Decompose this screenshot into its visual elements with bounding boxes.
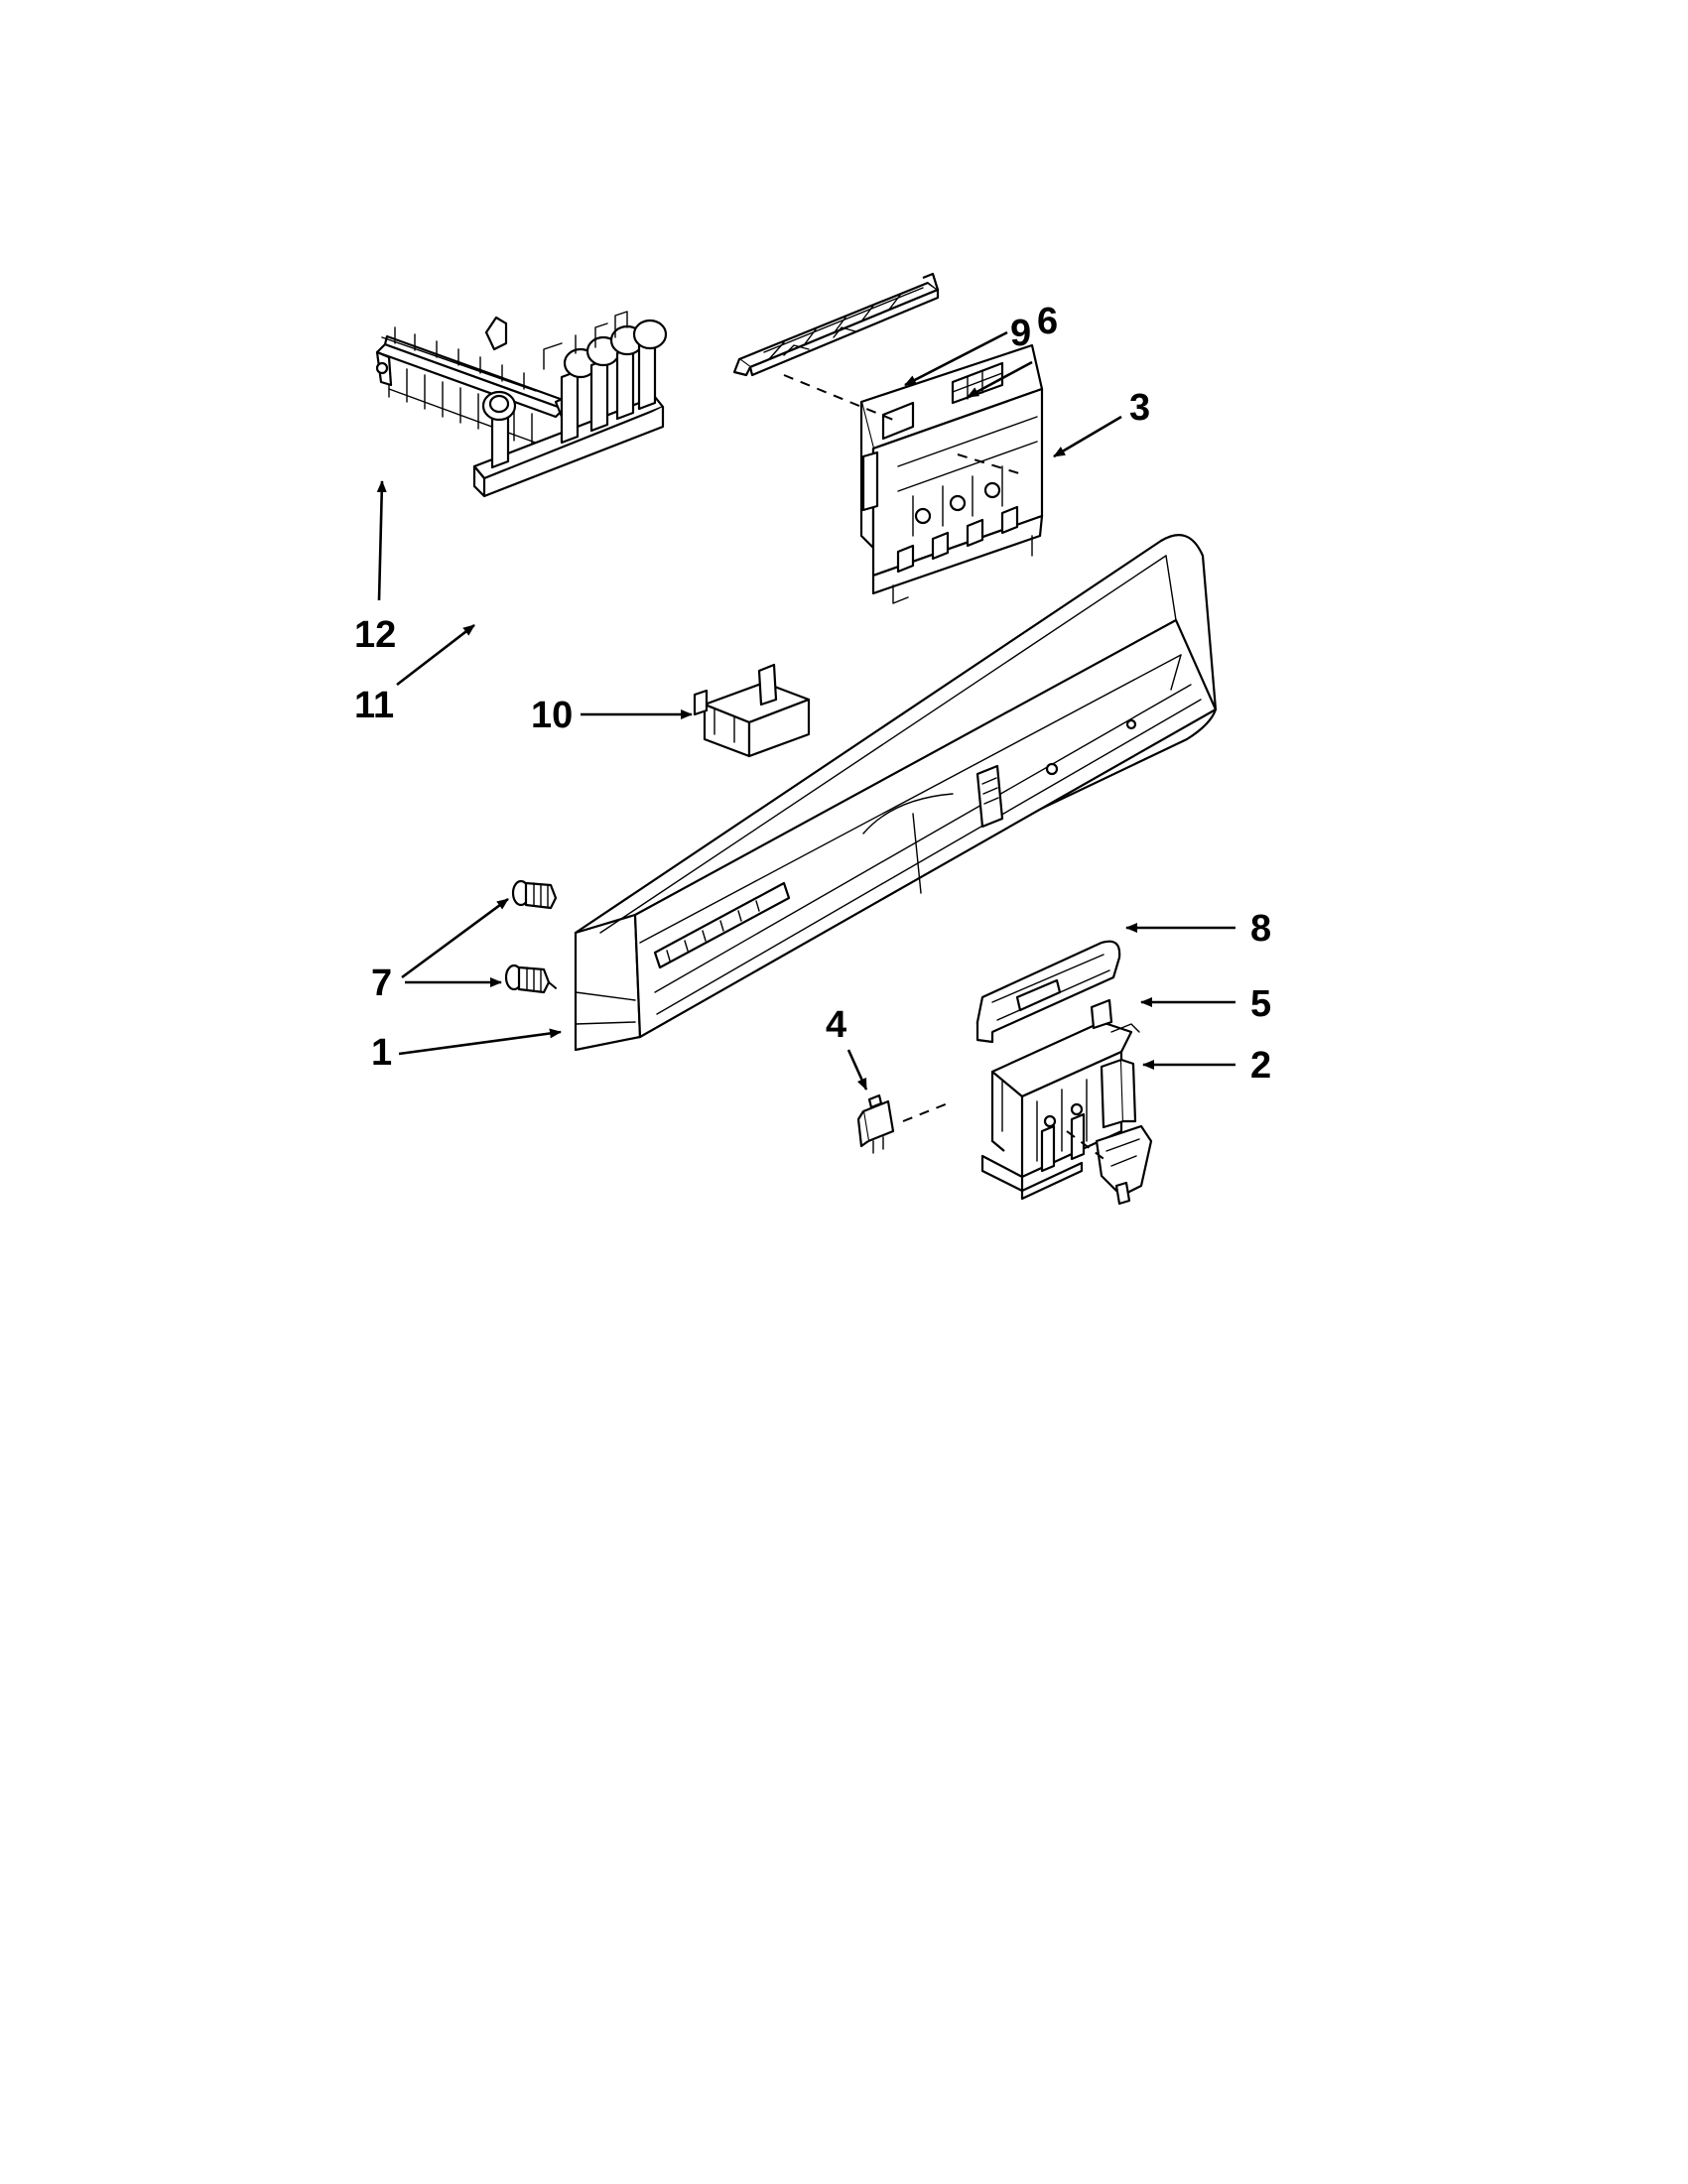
part-12-key-carrier[interactable] <box>375 316 578 448</box>
callout-9: 9 <box>1010 313 1031 354</box>
part-2-latch-switch[interactable] <box>1095 1058 1153 1206</box>
part-5-latch-housing[interactable] <box>980 998 1140 1201</box>
callout-5: 5 <box>1250 983 1271 1025</box>
arrow-7-upper <box>401 897 509 979</box>
part-10-bracket[interactable] <box>693 663 811 758</box>
callout-11: 11 <box>354 685 394 726</box>
callout-12: 12 <box>354 614 396 656</box>
arrow-11 <box>396 623 475 687</box>
callout-labels: 9 6 3 12 11 10 7 1 8 5 4 2 <box>354 301 1271 1087</box>
part-3-control-board[interactable] <box>859 343 1044 604</box>
part-7-screw-lower[interactable] <box>504 964 551 994</box>
callout-8: 8 <box>1250 908 1271 950</box>
part-7-screw-upper[interactable] <box>511 879 558 910</box>
arrow-4 <box>846 1049 868 1091</box>
callout-7: 7 <box>371 963 392 1004</box>
assembly-line-4-2 <box>902 1100 954 1122</box>
callout-arrows <box>376 330 1235 1091</box>
part-8-handle[interactable] <box>975 940 1121 1044</box>
arrow-12 <box>376 480 387 601</box>
callout-10: 10 <box>531 695 573 736</box>
callout-3: 3 <box>1129 387 1150 429</box>
assembly-line-6-3 <box>957 453 1023 475</box>
callout-6: 6 <box>1037 301 1058 342</box>
arrow-9 <box>904 330 1008 387</box>
arrow-3 <box>1053 415 1122 458</box>
assembly-line-5-2 <box>1066 1130 1107 1162</box>
assembly-line-7-1 <box>548 981 562 993</box>
part-4-microswitch[interactable] <box>856 1093 895 1154</box>
part-11-push-buttons[interactable] <box>472 311 668 498</box>
arrow-6 <box>967 360 1033 399</box>
assembly-line-9-3 <box>783 374 899 423</box>
part-1-console-panel[interactable] <box>574 534 1218 1052</box>
callout-1: 1 <box>371 1032 392 1074</box>
callout-2: 2 <box>1250 1045 1271 1087</box>
callout-4: 4 <box>826 1004 846 1046</box>
arrow-1 <box>398 1028 562 1056</box>
part-9-light-pipe[interactable] <box>732 272 940 377</box>
